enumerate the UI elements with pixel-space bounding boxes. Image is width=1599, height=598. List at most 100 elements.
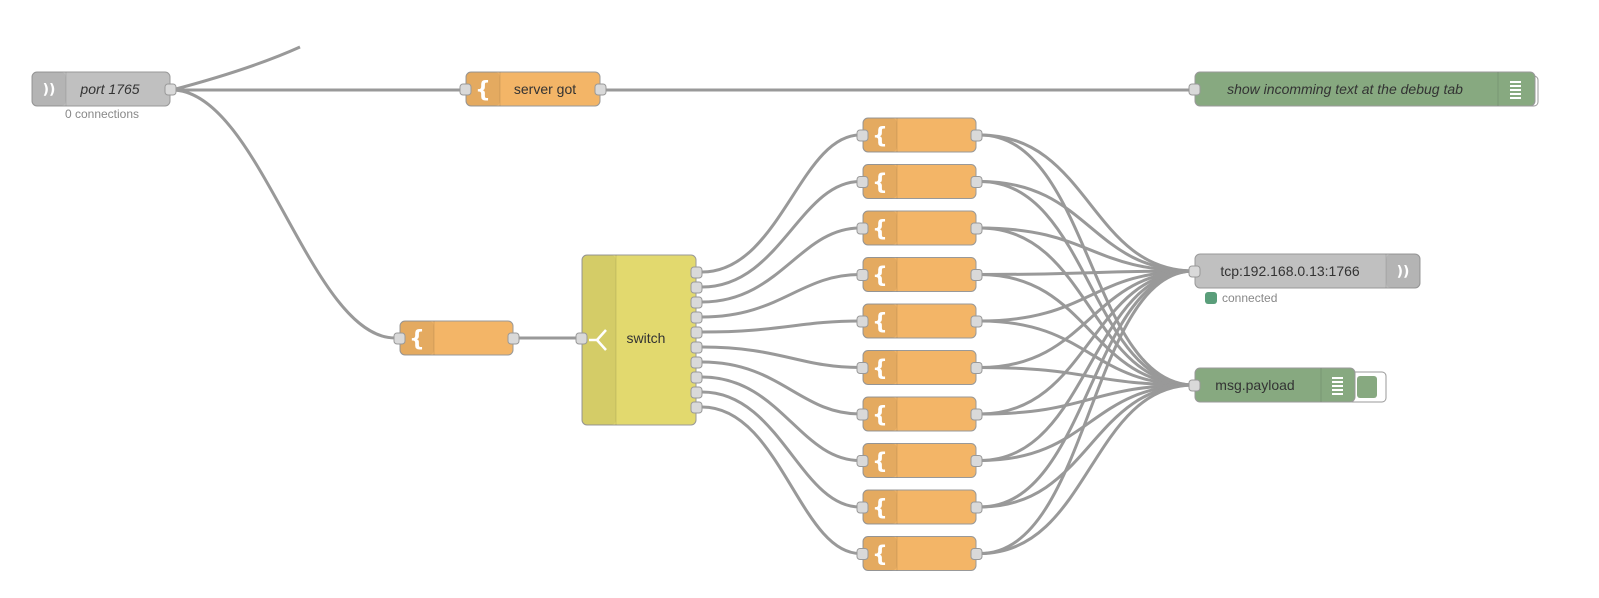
wire-func-1-debug-payload[interactable] (979, 133, 1195, 387)
switch-output-port-1[interactable] (690, 266, 703, 279)
tcp-wave-icon: )) (1397, 264, 1410, 280)
debug-list-icon (1332, 377, 1343, 395)
function-node-3[interactable]: { (856, 210, 983, 246)
node-switch-label: switch (627, 330, 666, 346)
switch-output-port-9[interactable] (690, 386, 703, 399)
function-node-input-port[interactable] (856, 548, 869, 560)
node-server-got-output-port[interactable] (594, 83, 607, 96)
switch-output-port-8[interactable] (690, 371, 703, 384)
function-node-icon-area (863, 350, 897, 385)
wire-switch-func-2[interactable] (701, 180, 861, 289)
function-node-input-port[interactable] (856, 129, 869, 142)
wire-func-7-tcp-out[interactable] (979, 269, 1195, 416)
wire-func-5-tcp-out[interactable] (979, 269, 1195, 323)
wires-layer (171, 45, 1189, 340)
wire-switch-func-7[interactable] (701, 360, 861, 416)
function-node-output-port[interactable] (970, 455, 983, 467)
function-node-7[interactable]: { (856, 396, 983, 432)
wire-switch-func-10[interactable] (701, 405, 861, 555)
function-node-input-port[interactable] (856, 408, 869, 421)
wire-func-4-debug-payload[interactable] (979, 273, 1195, 387)
function-node-input-port[interactable] (856, 222, 869, 235)
debug-payload-toggle-inner[interactable] (1357, 376, 1377, 398)
function-node-5[interactable]: { (856, 303, 983, 339)
wire-func-3-debug-payload[interactable] (979, 226, 1195, 387)
node-tcp-in-output-port[interactable] (164, 83, 177, 96)
node-debug-payload-input-port[interactable] (1188, 379, 1201, 392)
node-switch-icon-area (582, 255, 616, 425)
function-node-input-port[interactable] (856, 176, 869, 188)
function-node-6[interactable]: { (856, 350, 983, 385)
function-node-8[interactable]: { (856, 443, 983, 478)
wire-func-6-debug-payload[interactable] (979, 366, 1195, 387)
function-node-10[interactable]: { (856, 536, 983, 571)
wire-func-10-tcp-out[interactable] (979, 269, 1195, 555)
wire-func-5-debug-payload[interactable] (979, 319, 1195, 387)
function-node-9[interactable]: { (856, 489, 983, 525)
switch-output-port-2[interactable] (690, 281, 703, 294)
wire-func-6-tcp-out[interactable] (979, 269, 1195, 369)
function-node-output-port[interactable] (970, 222, 983, 235)
node-switch[interactable]: switch (575, 254, 703, 426)
node-func-mid-output-port[interactable] (507, 332, 520, 345)
switch-output-port-10[interactable] (690, 401, 703, 414)
node-func-mid[interactable]: { (393, 320, 520, 356)
function-brace-icon: { (872, 171, 888, 196)
function-node-output-port[interactable] (970, 548, 983, 560)
function-node-output-port[interactable] (970, 501, 983, 514)
wire-func-8-tcp-out[interactable] (979, 269, 1195, 462)
wire-switch-func-3[interactable] (701, 226, 861, 304)
wire-func-1-tcp-out[interactable] (979, 133, 1195, 273)
function-node-output-port[interactable] (970, 129, 983, 142)
wire-switch-func-5[interactable] (701, 319, 861, 334)
wire-switch-func-8[interactable] (701, 375, 861, 462)
wire-offscreen[interactable] (171, 45, 301, 92)
node-server-got[interactable]: { server got (459, 71, 607, 107)
node-tcp-out[interactable]: )) tcp:192.168.0.13:1766 connected (1188, 253, 1421, 305)
wire-func-4-tcp-out[interactable] (979, 269, 1195, 276)
node-debug-top-input-port[interactable] (1188, 83, 1201, 96)
wire-switch-func-6[interactable] (701, 345, 861, 369)
function-node-4[interactable]: { (856, 257, 983, 292)
wire-func-3-tcp-out[interactable] (979, 226, 1195, 273)
wire-func-9-tcp-out[interactable] (979, 269, 1195, 509)
switch-output-port-5[interactable] (690, 326, 703, 339)
function-node-input-port[interactable] (856, 269, 869, 281)
node-func-mid-input-port[interactable] (393, 332, 406, 345)
function-node-input-port[interactable] (856, 362, 869, 374)
node-tcp-in[interactable]: )) port 1765 0 connections (31, 71, 177, 121)
wire-func-2-tcp-out[interactable] (979, 180, 1195, 273)
switch-output-port-6[interactable] (690, 341, 703, 354)
function-node-2[interactable]: { (856, 164, 983, 199)
switch-output-port-3[interactable] (690, 296, 703, 309)
wire-switch-func-1[interactable] (701, 133, 861, 274)
function-node-output-port[interactable] (970, 315, 983, 328)
wire-func-10-debug-payload[interactable] (979, 383, 1195, 555)
wire-tcpin-funcmid[interactable] (171, 88, 396, 340)
function-node-input-port[interactable] (856, 315, 869, 328)
wire-func-7-debug-payload[interactable] (979, 383, 1195, 416)
wire-switch-func-9[interactable] (701, 390, 861, 509)
wire-switch-func-4[interactable] (701, 273, 861, 319)
node-server-got-input-port[interactable] (459, 83, 472, 96)
function-node-input-port[interactable] (856, 501, 869, 514)
switch-output-port-7[interactable] (690, 356, 703, 369)
function-node-output-port[interactable] (970, 176, 983, 188)
wire-func-9-debug-payload[interactable] (979, 383, 1195, 509)
node-debug-payload[interactable]: msg.payload (1188, 367, 1387, 403)
wire-func-2-debug-payload[interactable] (979, 180, 1195, 387)
wire-func-8-debug-payload[interactable] (979, 383, 1195, 462)
function-node-output-port[interactable] (970, 408, 983, 421)
function-node-column: { { { { { { { { { { (856, 117, 983, 571)
node-tcp-out-input-port[interactable] (1188, 265, 1201, 278)
node-debug-top[interactable]: show incomming text at the debug tab (1188, 71, 1539, 107)
function-node-input-port[interactable] (856, 455, 869, 467)
node-tcp-out-status: connected (1222, 291, 1277, 305)
function-node-output-port[interactable] (970, 362, 983, 374)
node-switch-input-port[interactable] (575, 332, 588, 345)
function-node-1[interactable]: { (856, 117, 983, 153)
function-brace-icon: { (872, 357, 888, 382)
switch-output-port-4[interactable] (690, 311, 703, 324)
function-node-output-port[interactable] (970, 269, 983, 281)
